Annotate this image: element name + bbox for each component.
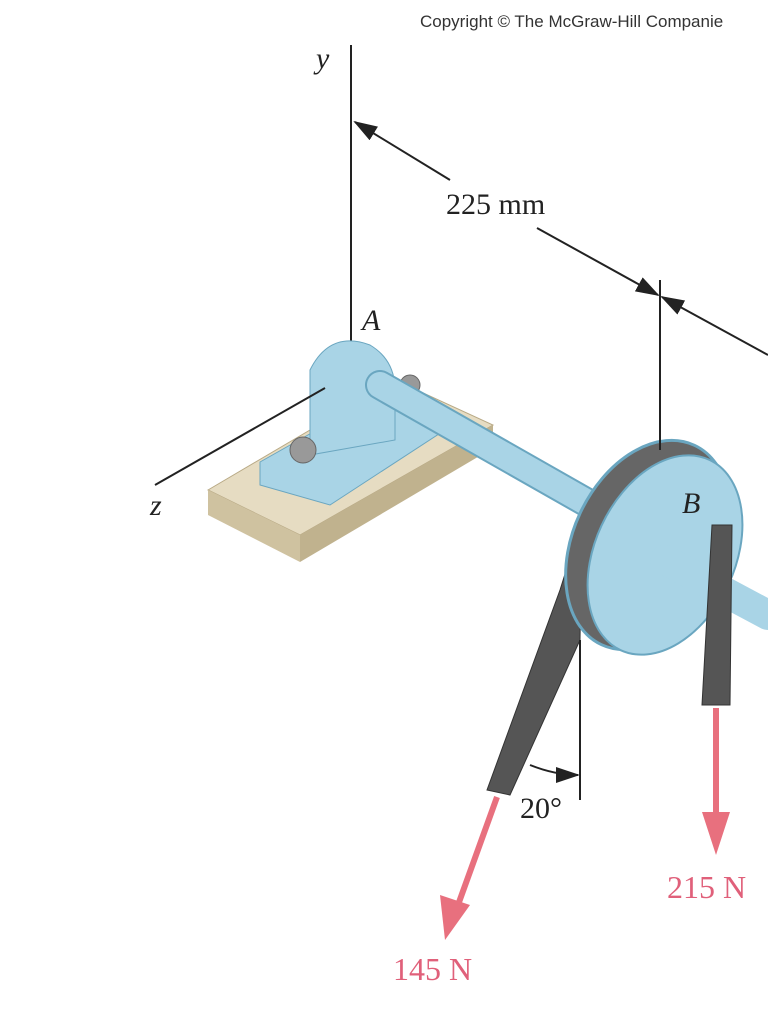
force-left-label: 145 N bbox=[393, 951, 472, 987]
force-right-label: 215 N bbox=[667, 869, 746, 905]
belt-right bbox=[701, 524, 733, 706]
copyright-notice: Copyright © The McGraw-Hill Companie bbox=[420, 12, 724, 31]
force-arrow-left bbox=[440, 795, 500, 940]
y-axis-label: y bbox=[313, 42, 330, 75]
dimension-arrow bbox=[353, 120, 451, 181]
dimension-arrow bbox=[536, 227, 660, 296]
dimension-label: 225 mm bbox=[446, 188, 545, 221]
angle-arc bbox=[529, 764, 580, 783]
point-b-label: B bbox=[682, 487, 700, 520]
bolt-icon bbox=[289, 436, 317, 464]
z-axis-label: z bbox=[149, 489, 162, 522]
z-axis-line bbox=[154, 387, 326, 486]
angle-label: 20° bbox=[520, 792, 562, 825]
dimension-arrow bbox=[660, 296, 768, 356]
point-a-label: A bbox=[360, 304, 381, 337]
force-arrow-right bbox=[702, 708, 730, 855]
